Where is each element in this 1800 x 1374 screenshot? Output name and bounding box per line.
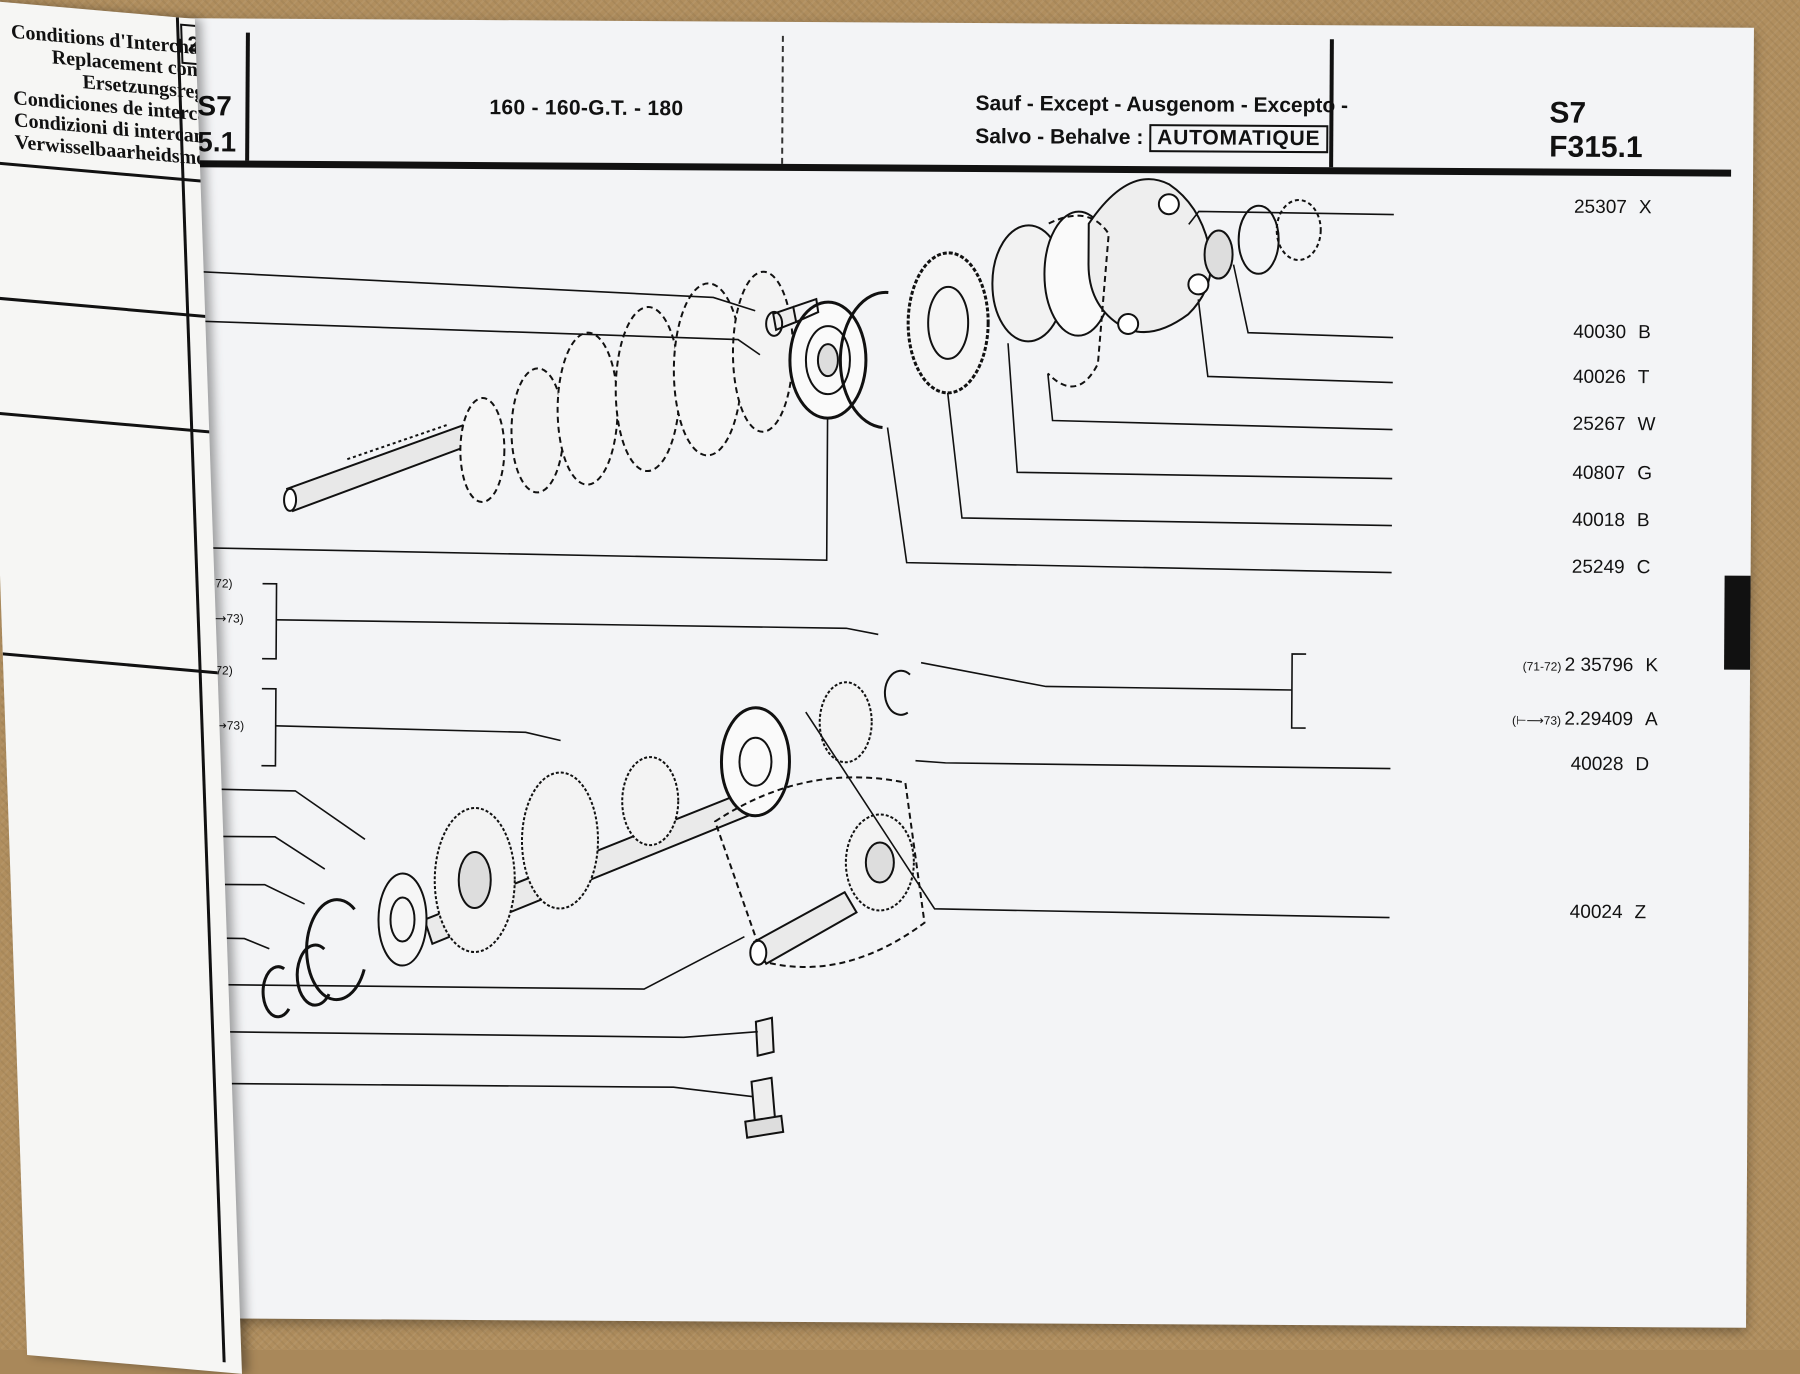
exploded-gearbox-drawing — [163, 178, 1394, 1139]
part-number: 40807 — [1572, 462, 1626, 485]
right-part-label: 25267 W — [1555, 414, 1735, 437]
part-suffix: G — [1637, 463, 1653, 485]
right-part-label: 40024 Z — [1552, 902, 1732, 925]
right-part-label: 40807 G — [1555, 463, 1735, 486]
right-part-label: 40030 B — [1556, 322, 1736, 345]
ranged-part-label: (71-72) 2 35796 K — [1481, 654, 1659, 677]
part-number: 25249 — [1571, 556, 1625, 579]
right-part-label: 25249 C — [1555, 557, 1735, 580]
part-suffix: Z — [1634, 902, 1647, 924]
part-number: 2.29409 — [1564, 708, 1634, 731]
right-part-label: 25307 X — [1557, 197, 1737, 220]
part-note: (⊢⟶73) — [1511, 713, 1565, 728]
part-number: 40028 — [1570, 753, 1624, 776]
part-note: (71-72) — [1522, 659, 1565, 674]
right-part-label: 40018 B — [1555, 510, 1735, 533]
catalog-page: S7 5.1 160 - 160-G.T. - 180 Sauf - Excep… — [142, 18, 1754, 1328]
part-number: 25267 — [1572, 413, 1626, 436]
part-number: 40018 — [1572, 509, 1626, 532]
part-number: 40030 — [1573, 321, 1627, 344]
part-number: 40024 — [1569, 901, 1623, 924]
part-suffix: T — [1637, 367, 1650, 389]
leader-lines-right — [805, 210, 1394, 919]
part-number: 2 35796 — [1564, 654, 1634, 677]
part-suffix: X — [1638, 197, 1652, 219]
part-suffix: B — [1636, 510, 1650, 532]
part-suffix: W — [1637, 414, 1656, 436]
ranged-part-label: (⊢⟶73) 2.29409 A — [1481, 708, 1658, 731]
countershaft-assembly — [261, 669, 926, 1139]
part-suffix: C — [1636, 557, 1651, 579]
part-suffix: K — [1645, 655, 1659, 677]
part-suffix: A — [1644, 709, 1658, 731]
part-suffix: B — [1638, 322, 1651, 344]
right-part-label: 40028 D — [1553, 754, 1733, 777]
part-number: 25307 — [1573, 196, 1627, 219]
right-part-label: 40026 T — [1556, 367, 1736, 390]
part-number: 40026 — [1572, 366, 1626, 389]
mainshaft-assembly — [283, 178, 1322, 513]
part-suffix: D — [1635, 754, 1650, 776]
